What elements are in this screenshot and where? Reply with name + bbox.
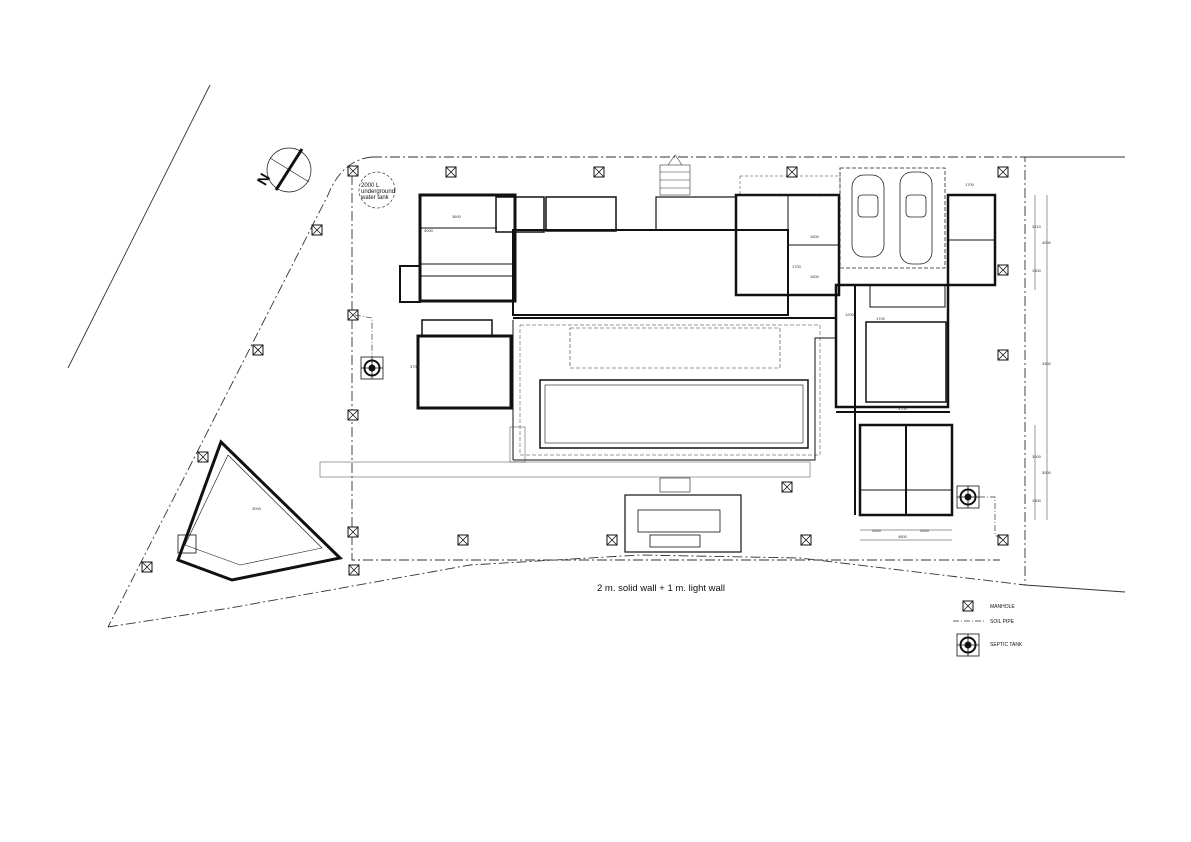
north-arrow: N [254,147,312,193]
dim-bath: 1700 [876,316,886,321]
water-tank-label-1: 2000 L [361,183,380,189]
dim-total: 4800 [898,534,908,539]
water-tank-label-3: water tank [360,195,390,201]
carport [839,167,946,269]
deck-tiles [319,426,811,478]
dim-bedroom1-width: 3600 [452,214,462,219]
water-tank: 2000 L underground water tank [358,171,396,209]
legend-septic-tank-label: SEPTIC TANK [990,642,1023,648]
guard-house [176,439,344,582]
dim-maid-h1: 3210 [1032,224,1042,229]
car-2 [899,171,933,265]
road-line [67,84,211,369]
dim-maid-h3: 1800 [1032,268,1042,273]
legend-manhole-icon [962,600,974,612]
soil-pipe-line [354,314,373,358]
dim-sala: 3000 [252,506,262,511]
north-label: N [254,171,274,189]
dim-bedroom1-depth: 3000 [424,228,434,233]
dim-bedroom2-depth: 3700 [410,364,420,369]
legend: MANHOLE SOIL PIPE SEPTIC TANK [953,600,1023,657]
pool-deck [512,318,837,461]
soil-pipe-line-2 [979,496,1004,541]
legend-manhole-label: MANHOLE [990,604,1015,610]
dim-laundry-a: 1600 [810,234,820,239]
dim-staff-h1: 3000 [1032,454,1042,459]
entry-stairs [659,154,691,196]
legend-soil-pipe-label: SOIL PIPE [990,619,1015,625]
legend-septic-tank-icon [956,633,980,657]
dim-room-b: 2400 [920,528,930,533]
main-house [399,193,997,517]
wall-note: 2 m. solid wall + 1 m. light wall [597,583,725,594]
manholes [141,165,1009,576]
dimension-lines [860,195,1048,541]
water-tank-label-2: underground [361,189,395,195]
service-strip [739,175,841,196]
boundary-line-bottom [1024,584,1126,593]
dim-staff-h3: 1800 [1032,498,1042,503]
dim-room-a: 2400 [872,528,882,533]
car-1 [851,174,885,258]
dim-laundry-b: 1600 [810,274,820,279]
dim-guest-width: 4700 [898,406,908,411]
dim-service-a: 1700 [792,264,802,269]
dim-corridor: 1200 [845,312,855,317]
dim-carport-width: 1700 [965,182,975,187]
sala-pavilion [624,477,742,553]
site-boundary [107,156,1026,628]
